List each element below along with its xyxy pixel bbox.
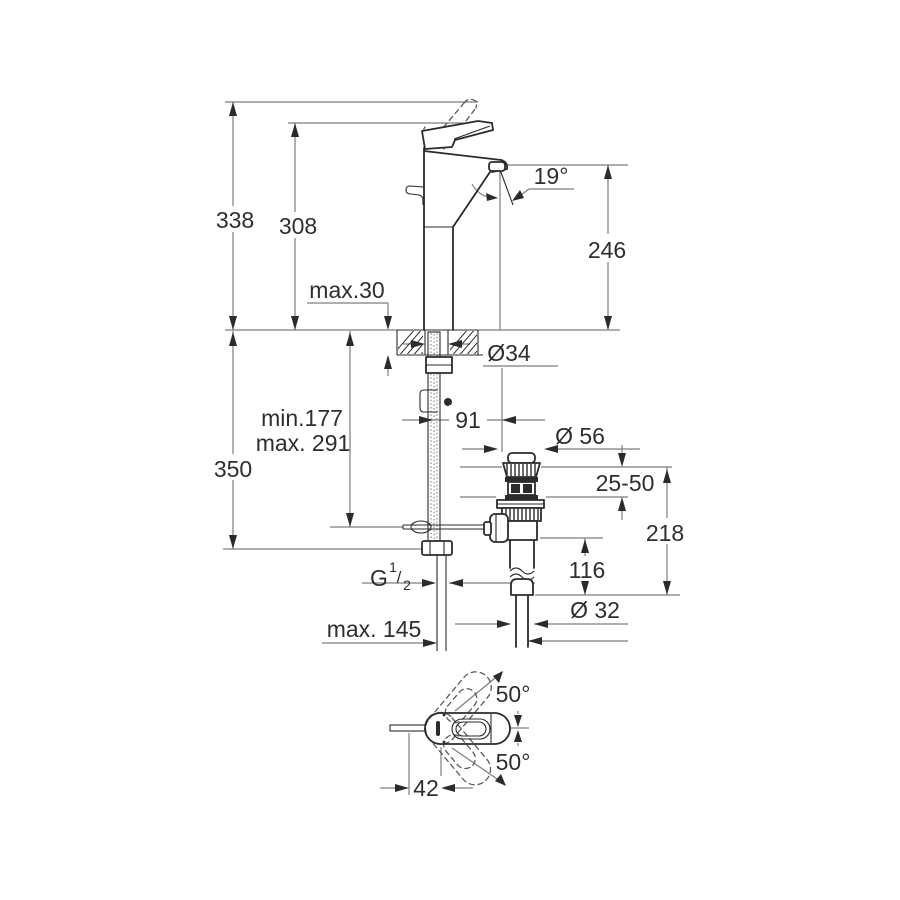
handle-oval-inner bbox=[455, 721, 487, 737]
dim-thread-sub: 2 bbox=[403, 577, 411, 593]
waste-cap bbox=[507, 452, 536, 464]
dim-handle-offset: 42 bbox=[413, 775, 439, 801]
dim-spray-angle: 19° bbox=[534, 163, 569, 189]
waste-body bbox=[505, 520, 538, 541]
rod-ball bbox=[444, 398, 452, 406]
g-half-nut bbox=[421, 540, 453, 556]
below-deck-assembly bbox=[402, 331, 492, 651]
knurl-lines-top bbox=[506, 464, 536, 476]
dim-swivel-up: 50° bbox=[496, 681, 531, 707]
pop-up-waste-assembly bbox=[483, 452, 545, 648]
dim-waste-top-diameter: Ø 56 bbox=[555, 423, 605, 449]
rod-eyelet bbox=[410, 520, 432, 534]
dim-thread-slash: / bbox=[397, 568, 402, 587]
rod-clamp bbox=[489, 513, 509, 543]
deck-cross-section bbox=[396, 329, 483, 356]
dim-waste-deck-range: 25-50 bbox=[596, 470, 655, 496]
dim-thread-g: G bbox=[370, 565, 388, 591]
faucet-side-view bbox=[405, 120, 509, 331]
mounting-clip bbox=[419, 389, 438, 413]
dim-waste-height: 218 bbox=[646, 520, 684, 546]
dim-center-distance: 91 bbox=[455, 407, 481, 433]
dim-below-deck-height: 350 bbox=[214, 456, 252, 482]
dim-swivel-down: 50° bbox=[496, 749, 531, 775]
dim-rod-max: max. 291 bbox=[256, 430, 351, 456]
faucet-handle-lever bbox=[421, 120, 494, 150]
knurl-lines-nut bbox=[505, 509, 539, 520]
dimension-labels: 338 308 max.30 246 19° Ø34 91 min.177 ma… bbox=[211, 163, 689, 801]
dim-hose-max-length: max. 145 bbox=[327, 616, 422, 642]
arrowheads bbox=[229, 102, 671, 792]
dim-spout-to-deck: 246 bbox=[588, 237, 626, 263]
dim-rod-min: min.177 bbox=[261, 405, 343, 431]
dim-deck-max-thickness: max.30 bbox=[309, 277, 384, 303]
aerator bbox=[488, 161, 506, 172]
pop-up-knob bbox=[405, 185, 425, 205]
rod-top-view bbox=[389, 724, 426, 732]
handle-oval-outer bbox=[451, 718, 491, 740]
dim-waste-lower-height: 116 bbox=[569, 557, 606, 583]
dim-height-308: 308 bbox=[279, 213, 317, 239]
dim-waste-pipe-diameter: Ø 32 bbox=[570, 597, 620, 623]
dim-total-height: 338 bbox=[216, 207, 254, 233]
dim-thread-sup: 1 bbox=[389, 559, 397, 575]
dim-hole-diameter: Ø34 bbox=[487, 340, 531, 366]
handle-top-view bbox=[389, 671, 511, 786]
